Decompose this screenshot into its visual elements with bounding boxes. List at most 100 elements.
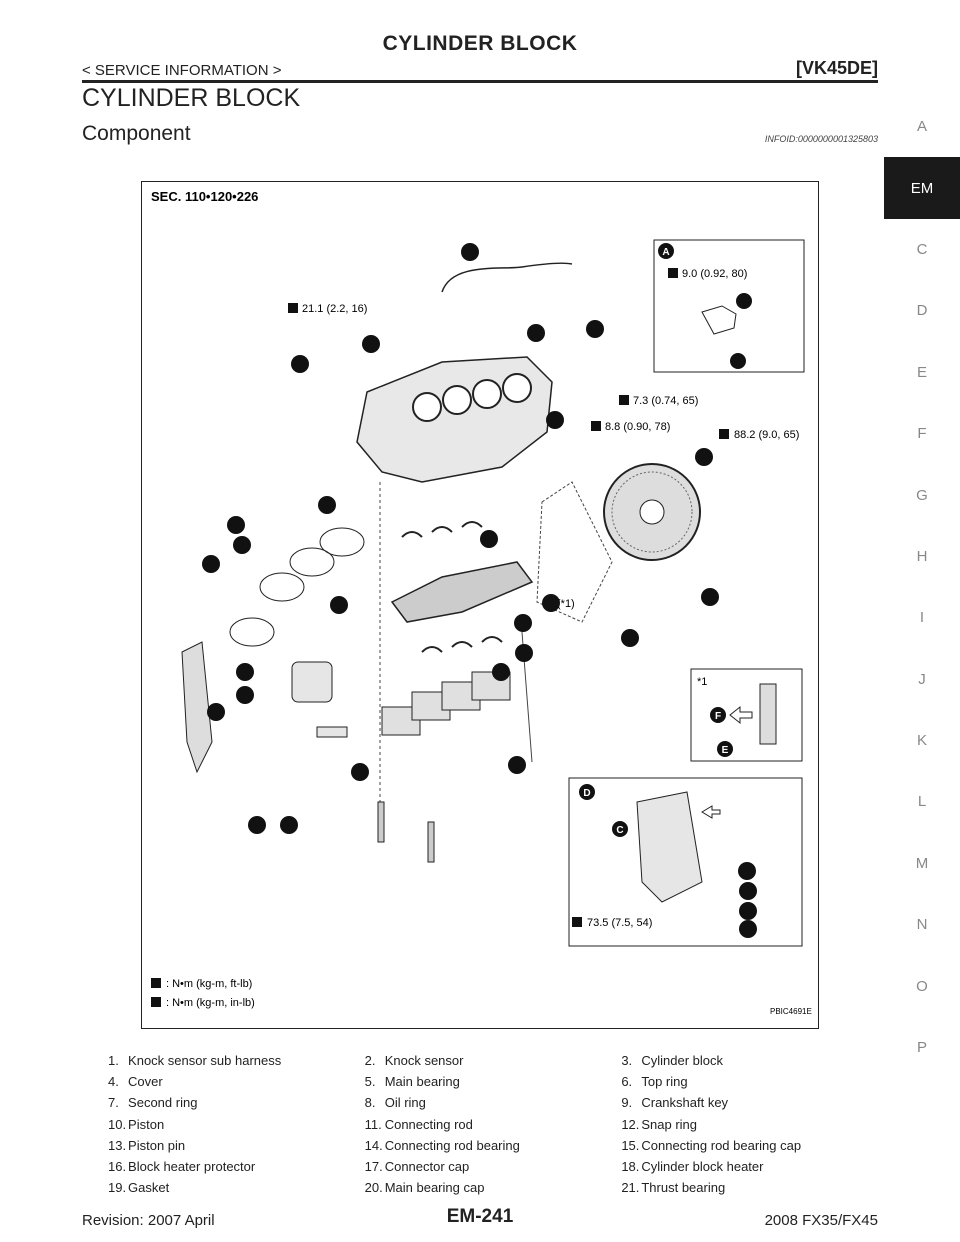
part-number: 11. <box>364 1116 382 1132</box>
part-name: Piston <box>128 1116 165 1132</box>
tab-em[interactable]: EM <box>884 157 960 219</box>
part-name: Knock sensor <box>384 1053 464 1069</box>
header-divider <box>82 80 878 83</box>
inset-d-letter: D <box>583 788 590 799</box>
part-name: Main bearing cap <box>384 1180 485 1196</box>
inset-e-letter: E <box>722 745 729 756</box>
subsection-title: Component <box>82 122 191 145</box>
exploded-diagram: SEC. 110•120•226 A 9.0 (0.92, 80) 21.1 (… <box>151 189 812 1016</box>
part-number: 18. <box>621 1159 640 1175</box>
sec-label: SEC. 110•120•226 <box>151 189 258 204</box>
part-number: 8. <box>364 1095 376 1111</box>
figure-id: PBIC4691E <box>770 1007 812 1016</box>
inset-a-box <box>653 239 805 373</box>
page-number: EM-241 <box>446 1206 514 1227</box>
tab-g[interactable]: G <box>916 486 928 504</box>
legend-ft-lb: : N•m (kg-m, ft-lb) <box>166 978 252 990</box>
table-row: 13. Piston pin 14. Connecting rod bearin… <box>108 1135 878 1156</box>
part-number: 9. <box>621 1095 633 1111</box>
tab-c[interactable]: C <box>916 240 928 258</box>
info-id: INFOID:0000000001325803 <box>764 134 878 144</box>
part-number: 10. <box>108 1116 127 1132</box>
part-number: 3. <box>621 1053 633 1069</box>
tab-i[interactable]: I <box>919 609 925 627</box>
exploded-view-figure: SEC. 110•120•226 A 9.0 (0.92, 80) 21.1 (… <box>141 181 819 1029</box>
table-row: 4. Cover 5. Main bearing 6. Top ring <box>108 1071 878 1092</box>
part-name: Piston pin <box>128 1137 186 1153</box>
tab-e[interactable]: E <box>916 363 927 381</box>
table-row: 19. Gasket 20. Main bearing cap 21. Thru… <box>108 1177 878 1198</box>
part-name: Connector cap <box>384 1159 470 1175</box>
part-number: 20. <box>364 1180 383 1196</box>
tab-p[interactable]: P <box>916 1039 927 1057</box>
tab-l[interactable]: L <box>917 793 927 811</box>
part-name: Connecting rod <box>384 1116 473 1132</box>
part-name: Main bearing <box>384 1074 460 1090</box>
part-number: 15. <box>621 1137 640 1153</box>
model-label: 2008 FX35/FX45 <box>764 1212 878 1229</box>
tab-m[interactable]: M <box>915 854 929 872</box>
inset-star1-box <box>690 668 803 762</box>
section-title: CYLINDER BLOCK <box>82 84 301 112</box>
star1-note: (*1) <box>557 598 575 610</box>
part-number: 14. <box>364 1137 383 1153</box>
part-name: Oil ring <box>384 1095 426 1111</box>
torque-label-7-3: 7.3 (0.74, 65) <box>633 395 698 407</box>
torque-label-21-1: 21.1 (2.2, 16) <box>302 303 367 315</box>
part-name: Block heater protector <box>128 1159 256 1175</box>
inset-d-box <box>568 777 803 947</box>
part-name: Knock sensor sub harness <box>128 1053 282 1069</box>
torque-label-88-2: 88.2 (9.0, 65) <box>734 429 799 441</box>
tab-d[interactable]: D <box>916 302 928 320</box>
part-number: 2. <box>364 1053 376 1069</box>
part-name: Crankshaft key <box>641 1095 729 1111</box>
table-row: 16. Block heater protector 17. Connector… <box>108 1156 878 1177</box>
section-index-tabs: A EM C D E F G H I J K L M N O P <box>884 96 960 1078</box>
breadcrumb[interactable]: < SERVICE INFORMATION > <box>82 62 282 79</box>
part-number: 4. <box>108 1074 119 1090</box>
engine-code: [VK45DE] <box>795 58 878 78</box>
part-name: Connecting rod bearing <box>384 1137 520 1153</box>
inset-a-letter: A <box>662 247 669 258</box>
part-name: Top ring <box>641 1074 688 1090</box>
tab-f[interactable]: F <box>917 425 927 443</box>
table-row: 7. Second ring 8. Oil ring 9. Crankshaft… <box>108 1092 878 1113</box>
part-number: 6. <box>621 1074 633 1090</box>
part-number: 7. <box>108 1095 119 1111</box>
part-number: 1. <box>108 1053 119 1069</box>
tab-a[interactable]: A <box>916 118 927 136</box>
torque-label-73-5: 73.5 (7.5, 54) <box>587 917 652 929</box>
inset-c-letter: C <box>616 825 623 836</box>
part-number: 13. <box>108 1137 127 1153</box>
tab-k[interactable]: K <box>916 732 927 750</box>
parts-legend-table: 1. Knock sensor sub harness 2. Knock sen… <box>108 1050 878 1198</box>
part-name: Thrust bearing <box>641 1180 726 1196</box>
part-name: Cover <box>128 1074 163 1090</box>
tab-h[interactable]: H <box>916 547 928 565</box>
torque-label-8-8: 8.8 (0.90, 78) <box>605 421 670 433</box>
part-name: Connecting rod bearing cap <box>641 1137 802 1153</box>
tab-o[interactable]: O <box>916 977 928 995</box>
table-row: 1. Knock sensor sub harness 2. Knock sen… <box>108 1050 878 1071</box>
page-header-title: CYLINDER BLOCK <box>382 32 578 55</box>
part-name: Snap ring <box>641 1116 698 1132</box>
part-name: Second ring <box>128 1095 198 1111</box>
part-number: 16. <box>108 1159 127 1175</box>
part-name: Cylinder block <box>641 1053 724 1069</box>
crankshaft <box>390 561 534 623</box>
part-number: 19. <box>108 1180 127 1196</box>
table-row: 10. Piston 11. Connecting rod 12. Snap r… <box>108 1114 878 1135</box>
tab-j[interactable]: J <box>918 670 926 688</box>
tab-n[interactable]: N <box>916 916 928 934</box>
revision-date: Revision: 2007 April <box>82 1212 215 1229</box>
part-number: 5. <box>364 1074 376 1090</box>
inset-star1-label: *1 <box>697 676 707 688</box>
part-name: Cylinder block heater <box>641 1159 764 1175</box>
part-number: 12. <box>621 1116 640 1132</box>
part-number: 17. <box>364 1159 383 1175</box>
part-name: Gasket <box>128 1180 170 1196</box>
torque-label-9-0: 9.0 (0.92, 80) <box>682 268 747 280</box>
part-number: 21. <box>621 1180 640 1196</box>
legend-in-lb: : N•m (kg-m, in-lb) <box>166 997 255 1009</box>
inset-f-letter: F <box>715 711 721 722</box>
